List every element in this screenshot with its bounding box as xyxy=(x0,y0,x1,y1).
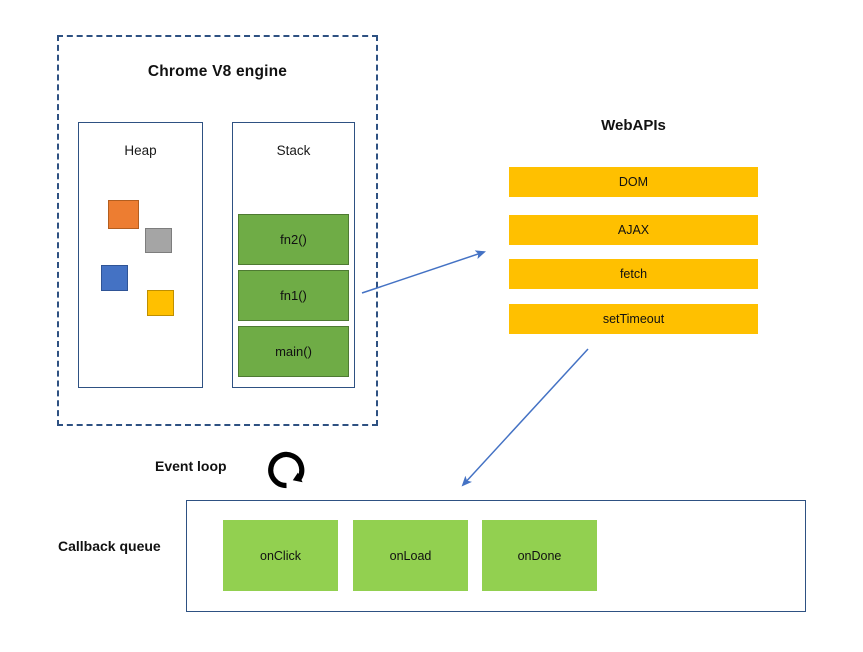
webapi-bar-fetch: fetch xyxy=(509,259,758,289)
event-loop-label: Event loop xyxy=(155,458,227,474)
circular-arrow-icon xyxy=(266,448,310,492)
webapi-bar-settimeout: setTimeout xyxy=(509,304,758,334)
callback-item-ondone: onDone xyxy=(482,520,597,591)
stack-frame-fn2: fn2() xyxy=(238,214,349,265)
heap-object-orange xyxy=(108,200,139,229)
callback-item-onload: onLoad xyxy=(353,520,468,591)
callback-item-onclick: onClick xyxy=(223,520,338,591)
stack-frame-main: main() xyxy=(238,326,349,377)
heap-panel: Heap xyxy=(78,122,203,388)
stack-label: Stack xyxy=(276,143,311,158)
heap-object-yellow xyxy=(147,290,174,316)
webapi-bar-dom: DOM xyxy=(509,167,758,197)
stack-frame-fn1: fn1() xyxy=(238,270,349,321)
heap-object-gray xyxy=(145,228,172,253)
webapi-bar-ajax: AJAX xyxy=(509,215,758,245)
heap-object-blue xyxy=(101,265,128,291)
arrow-stack-to-webapis xyxy=(361,250,486,294)
arrow-webapis-to-callback-queue xyxy=(461,348,589,487)
heap-label: Heap xyxy=(124,143,157,158)
chrome-v8-engine-title: Chrome V8 engine xyxy=(147,63,288,80)
callback-queue-label: Callback queue xyxy=(58,538,161,554)
webapis-title: WebAPIs xyxy=(601,117,666,134)
